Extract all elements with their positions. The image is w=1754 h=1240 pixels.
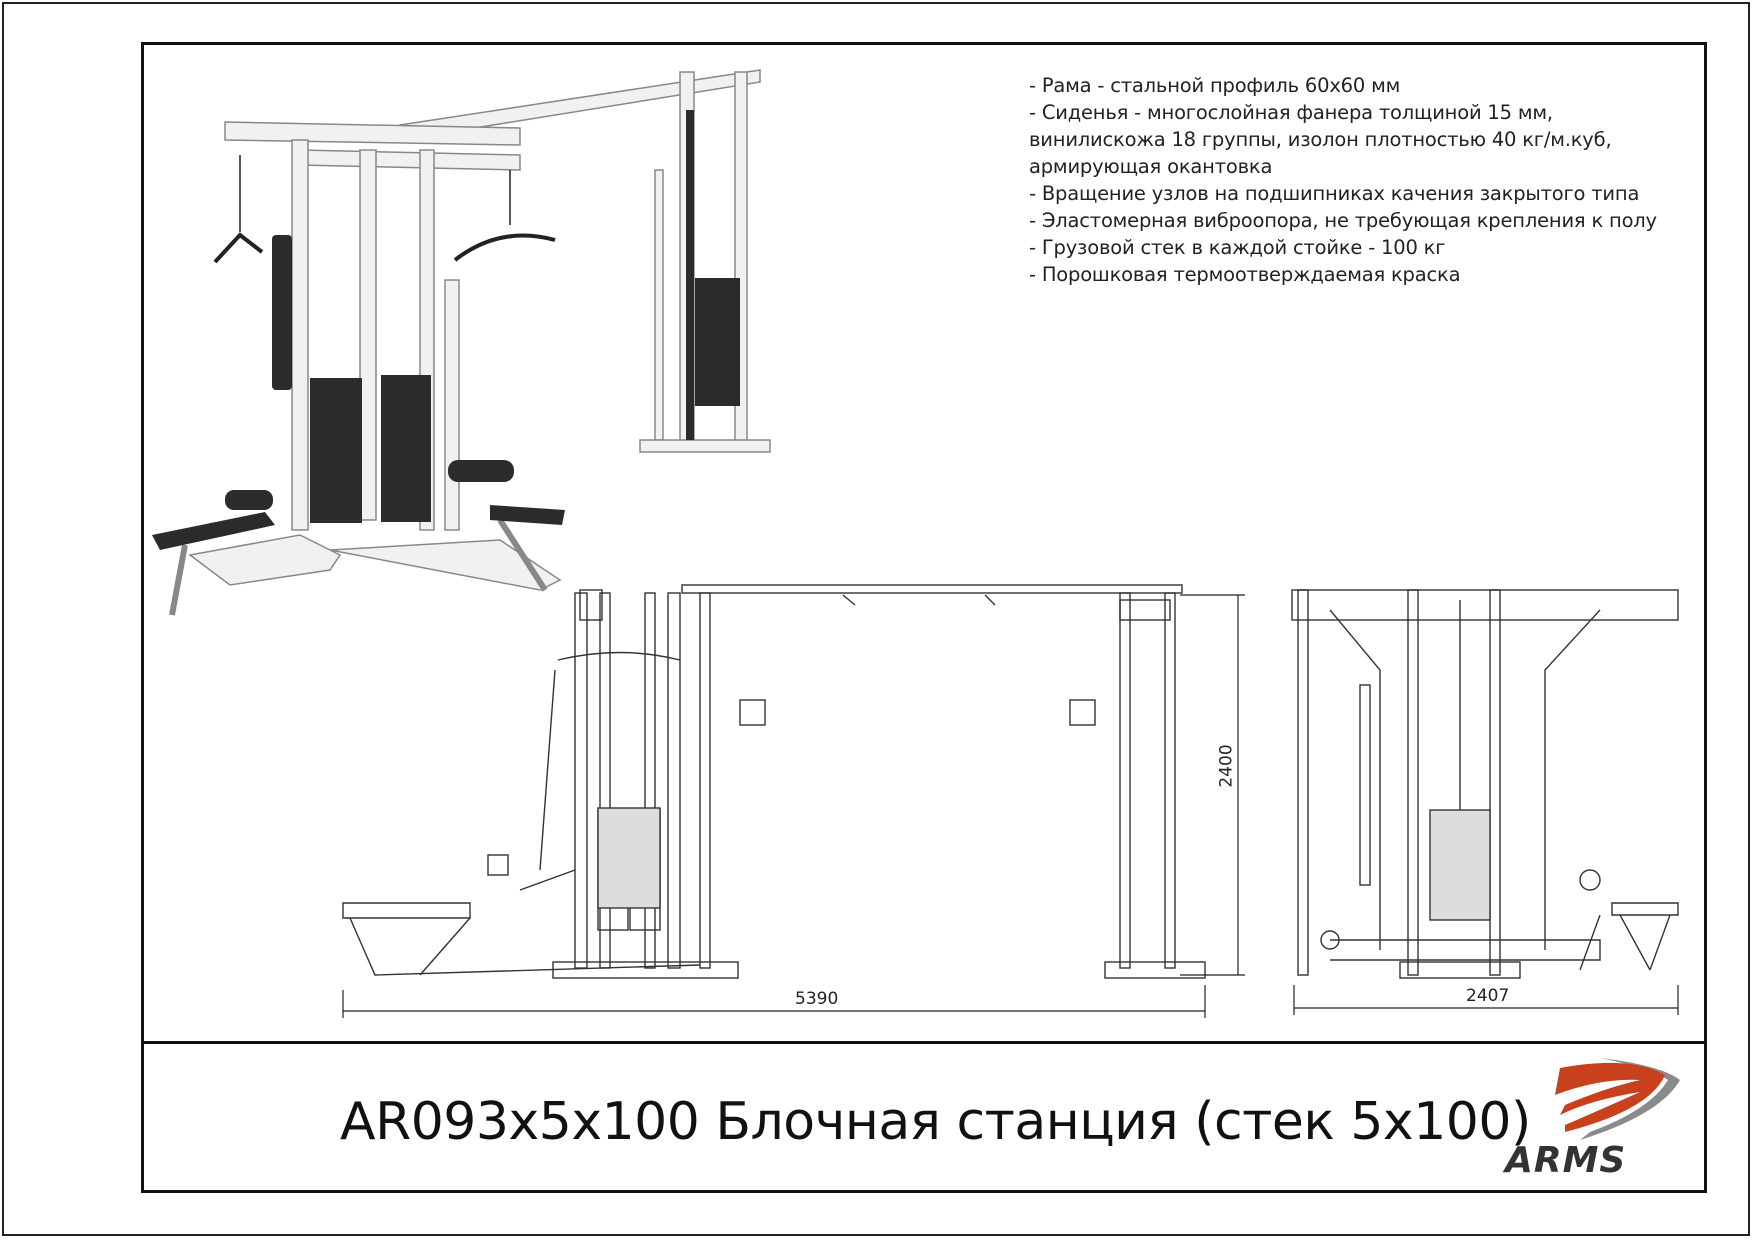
spec-line: винилискожа 18 группы, изолон плотностью…	[1029, 128, 1612, 151]
machine-3d-render	[169, 69, 771, 616]
spec-line: - Порошковая термоотверждаемая краска	[1029, 263, 1461, 286]
spec-line: армирующая окантовка	[1029, 155, 1273, 178]
dimension-height-label: 2400	[1216, 744, 1237, 788]
spec-line: - Рама - стальной профиль 60x60 мм	[1029, 74, 1401, 97]
dimension-lines	[342, 594, 1679, 1018]
spec-line: - Грузовой стек в каждой стойке - 100 кг	[1029, 236, 1446, 259]
drawing-frame	[141, 42, 1707, 1193]
side-view-drawing	[1291, 589, 1679, 979]
arms-logo-mark	[1555, 1058, 1680, 1140]
front-view-drawing	[342, 584, 1206, 979]
title-block-divider	[141, 1041, 1707, 1044]
specifications-list: - Рама - стальной профиль 60x60 мм - Сид…	[1029, 72, 1657, 288]
handles	[213, 155, 556, 264]
spec-line: - Вращение узлов на подшипниках качения …	[1029, 182, 1640, 205]
spec-line: - Сиденья - многослойная фанера толщиной…	[1029, 101, 1553, 124]
dimension-depth-label: 2407	[1466, 986, 1510, 1006]
weight-stacks	[272, 110, 740, 523]
arms-logo-text: ARMS	[1505, 1140, 1627, 1181]
seats	[152, 460, 565, 550]
dimension-width-label: 5390	[795, 989, 839, 1009]
product-title: AR093x5x100 Блочная станция (стек 5x100)	[340, 1092, 1531, 1152]
spec-line: - Эластомерная виброопора, не требующая …	[1029, 209, 1657, 232]
